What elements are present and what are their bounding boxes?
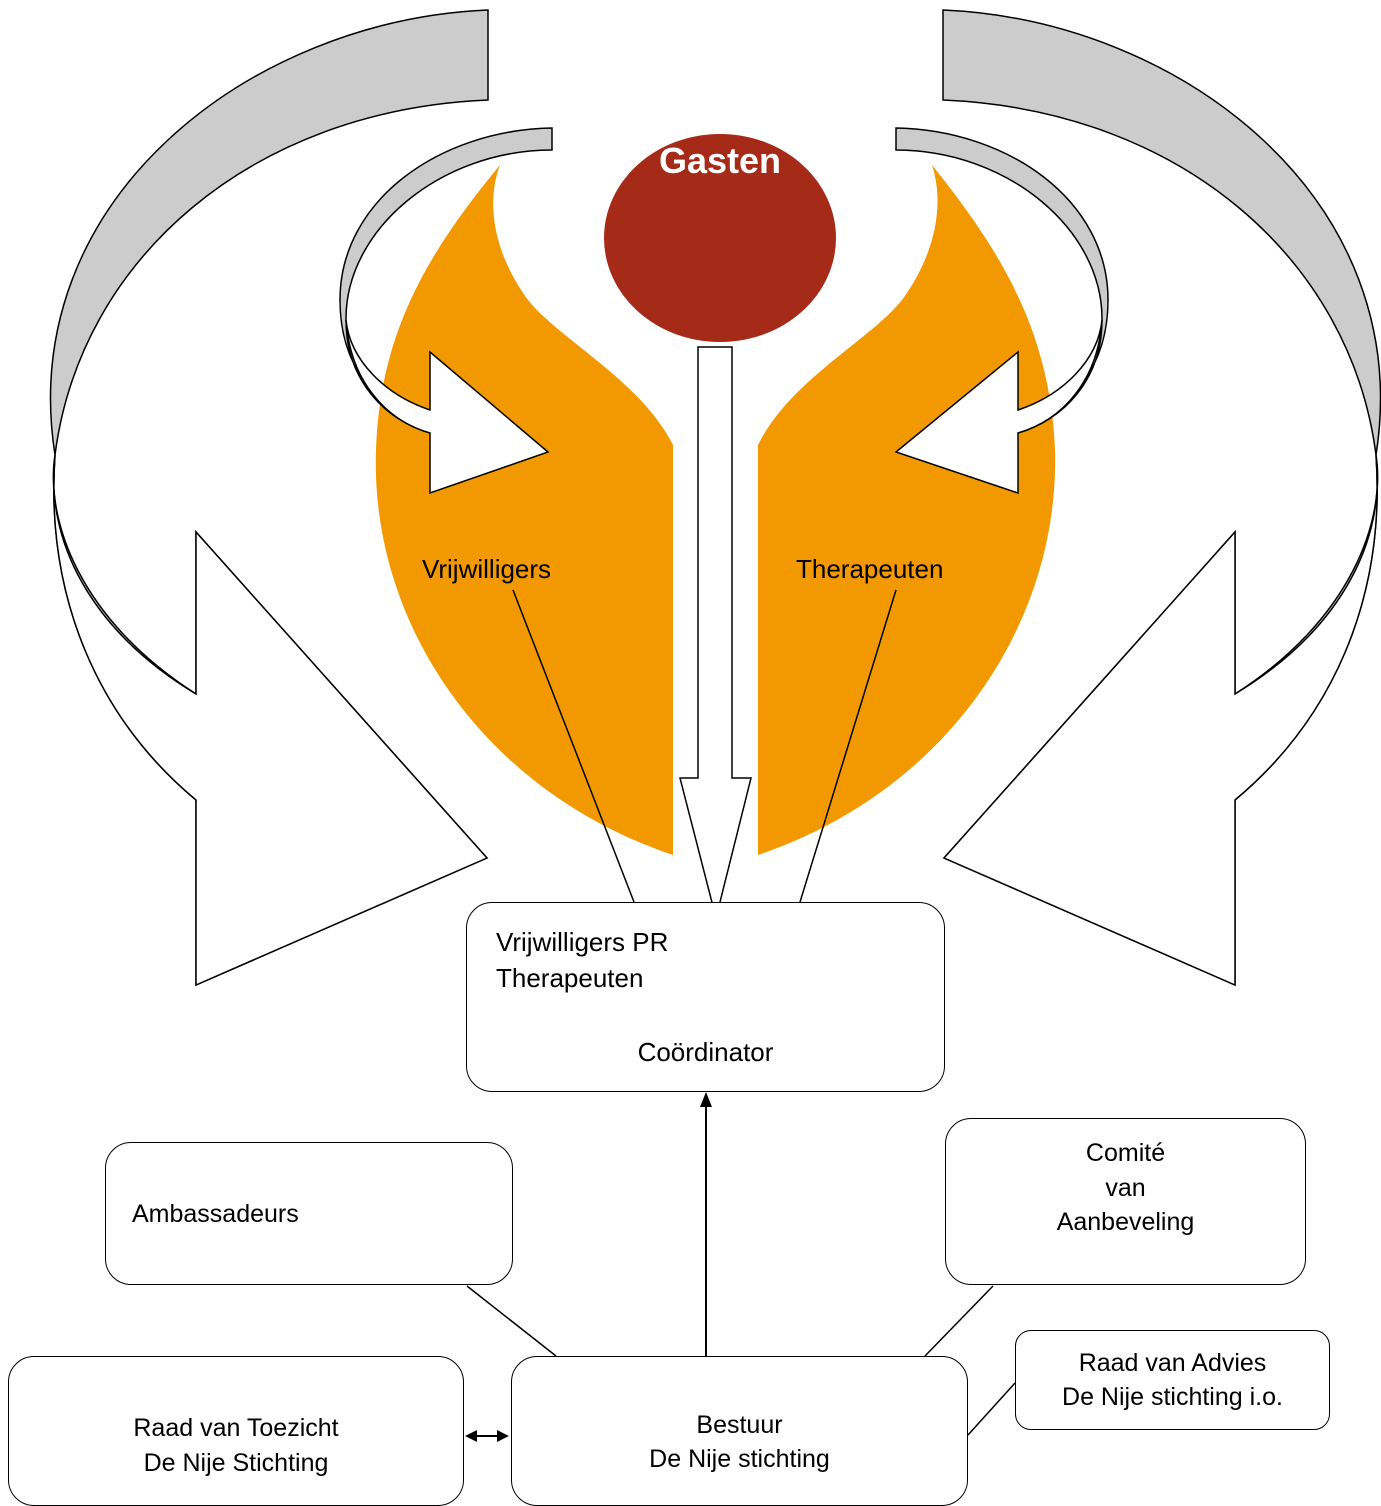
comite-line-1: Comité xyxy=(946,1139,1305,1168)
bestuur-line-1: Bestuur xyxy=(512,1411,967,1440)
comite-box: Comité van Aanbeveling xyxy=(945,1118,1306,1285)
line-comite-to-bestuur xyxy=(925,1286,993,1356)
advies-line-1: Raad van Advies xyxy=(1016,1349,1329,1378)
bestuur-line-2: De Nije stichting xyxy=(512,1445,967,1474)
bestuur-to-coordinator-arrowhead xyxy=(700,1092,712,1107)
toezicht-line-2: De Nije Stichting xyxy=(9,1449,463,1478)
therapeuten-label: Therapeuten xyxy=(796,554,943,585)
raad-van-advies-box: Raad van Advies De Nije stichting i.o. xyxy=(1015,1330,1330,1430)
bestuur-arrowhead xyxy=(497,1430,509,1442)
ambassadeurs-box: Ambassadeurs xyxy=(105,1142,513,1285)
line-ambassadeurs-to-bestuur xyxy=(467,1286,556,1356)
coordinator-box: Vrijwilligers PR Therapeuten Coördinator xyxy=(466,902,945,1092)
coordinator-line-1: Vrijwilligers PR xyxy=(496,927,668,958)
comite-line-2: van xyxy=(946,1174,1305,1203)
central-down-arrow xyxy=(680,347,751,918)
line-advies-to-bestuur xyxy=(968,1383,1015,1435)
vrijwilligers-label: Vrijwilligers xyxy=(422,554,551,585)
coordinator-line-2: Therapeuten xyxy=(496,963,643,994)
ambassadeurs-label: Ambassadeurs xyxy=(132,1200,299,1229)
coordinator-line-3: Coördinator xyxy=(467,1037,944,1068)
comite-line-3: Aanbeveling xyxy=(946,1208,1305,1237)
bestuur-box: Bestuur De Nije stichting xyxy=(511,1356,968,1506)
toezicht-arrowhead xyxy=(465,1430,477,1442)
gasten-label: Gasten xyxy=(604,140,836,182)
advies-line-2: De Nije stichting i.o. xyxy=(1016,1383,1329,1412)
raad-van-toezicht-box: Raad van Toezicht De Nije Stichting xyxy=(8,1356,464,1506)
toezicht-line-1: Raad van Toezicht xyxy=(9,1414,463,1443)
